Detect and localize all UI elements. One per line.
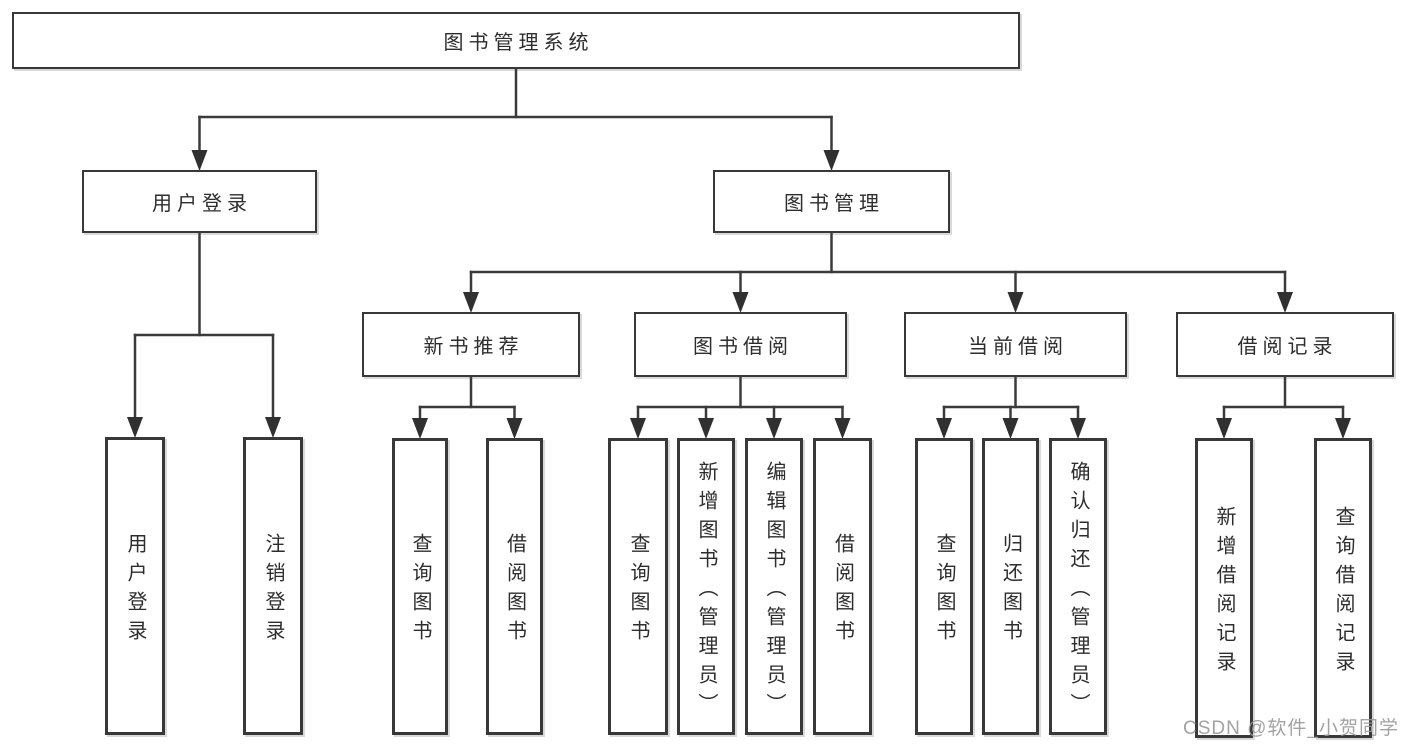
diagram-node-user-login: 用户登录	[82, 170, 317, 233]
diagram-node-bb-query-books: 查询图书	[608, 438, 668, 735]
diagram-node-label: 新增图书（管理员）	[695, 460, 717, 722]
diagram-node-label: 编辑图书（管理员）	[763, 460, 785, 722]
diagram-node-current-borrowing: 当前借阅	[904, 312, 1127, 377]
diagram-node-cb-confirm-return: 确认归还（管理员）	[1049, 438, 1107, 735]
diagram-node-bb-edit-books: 编辑图书（管理员）	[745, 438, 803, 735]
diagram-node-label: 借阅图书	[503, 533, 526, 649]
diagram-node-cb-return-books: 归还图书	[982, 438, 1039, 735]
diagram-node-new-book-recommend: 新书推荐	[362, 312, 580, 377]
diagram-node-label: 确认归还（管理员）	[1067, 460, 1089, 722]
watermark: CSDN @软件_小贺同学	[1183, 718, 1399, 739]
diagram-node-br-add-record: 新增借阅记录	[1195, 438, 1253, 738]
diagram-node-label: 归还图书	[999, 533, 1022, 649]
diagram-node-label: 图书管理系统	[443, 32, 594, 54]
diagram-node-library-system: 图书管理系统	[12, 12, 1020, 69]
diagram-node-leaf-logout: 注销登录	[243, 437, 303, 735]
diagram-node-br-query-record: 查询借阅记录	[1314, 438, 1372, 738]
diagram-node-label: 查询图书	[409, 533, 431, 649]
diagram-node-bb-add-books: 新增图书（管理员）	[677, 438, 735, 735]
diagram-node-book-borrowing: 图书借阅	[634, 312, 847, 377]
diagram-node-bb-borrow-books: 借阅图书	[813, 438, 872, 735]
diagram-node-label: 注销登录	[262, 532, 284, 649]
diagram-node-cb-query-books: 查询图书	[915, 438, 973, 735]
diagram-node-label: 查询图书	[627, 533, 649, 649]
diagram-node-label: 图书管理	[784, 193, 884, 215]
diagram-node-book-management: 图书管理	[713, 170, 950, 233]
diagram-node-label: 新增借阅记录	[1213, 505, 1235, 680]
diagram-node-nbr-borrow-books: 借阅图书	[486, 438, 543, 735]
diagram-node-label: 用户登录	[124, 532, 146, 649]
diagram-node-label: 查询借阅记录	[1332, 505, 1354, 680]
diagram-node-label: 借阅图书	[831, 533, 854, 649]
diagram-node-label: 借阅记录	[1237, 336, 1338, 358]
diagram-node-label: 新书推荐	[423, 336, 524, 358]
diagram-node-label: 查询图书	[933, 533, 955, 649]
diagram-node-label: 当前借阅	[968, 336, 1068, 358]
diagram-node-leaf-user-login: 用户登录	[105, 437, 165, 735]
diagram-node-borrow-records: 借阅记录	[1176, 312, 1394, 377]
diagram-node-nbr-query-books: 查询图书	[392, 438, 448, 735]
diagram-node-label: 图书借阅	[693, 336, 793, 358]
diagram-node-label: 用户登录	[152, 193, 252, 215]
